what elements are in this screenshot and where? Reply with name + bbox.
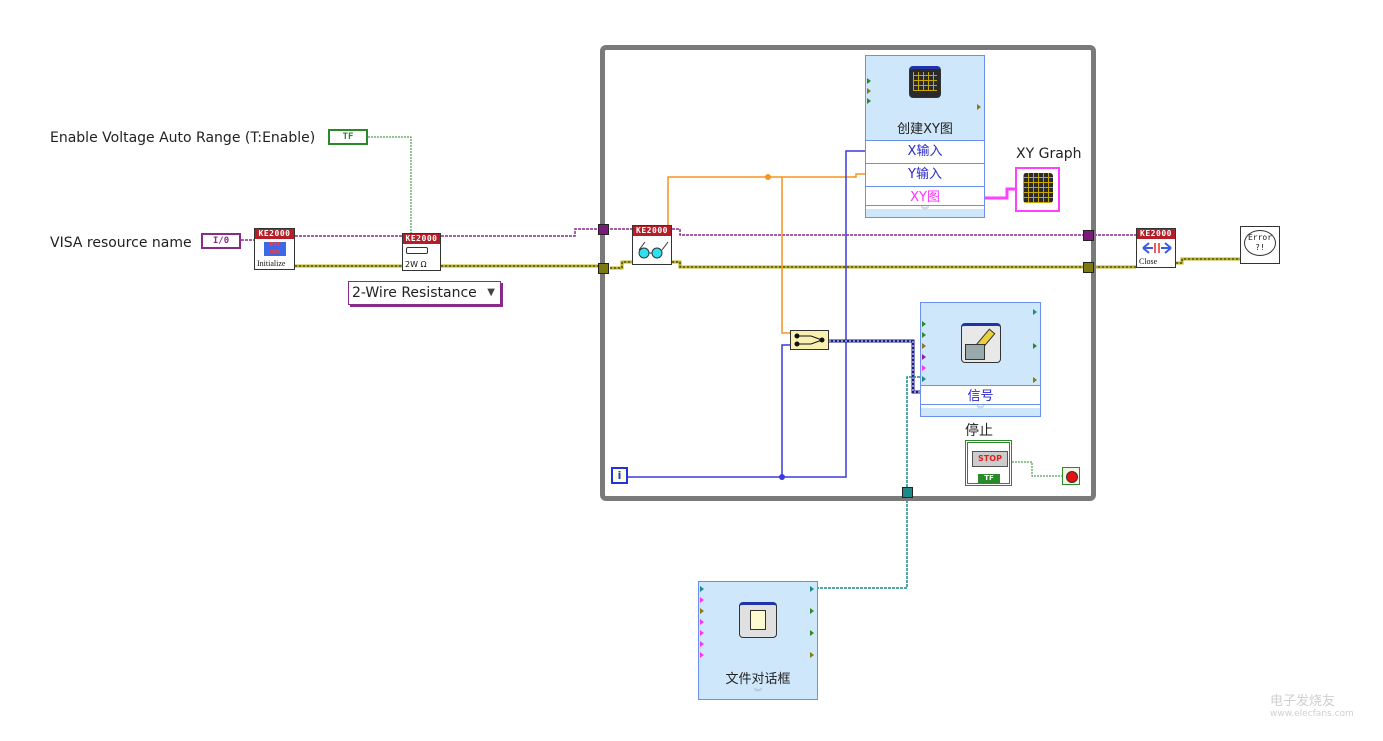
- xy-wire: [985, 187, 1015, 200]
- disconnect-icon: [1142, 242, 1172, 254]
- iteration-terminal: i: [611, 467, 628, 484]
- dropdown-arrow-icon: ▼: [487, 287, 495, 298]
- error-tunnel-left: [598, 263, 609, 274]
- x-input-terminal[interactable]: X输入: [866, 140, 984, 163]
- visa-resource-control[interactable]: I/0: [201, 233, 241, 249]
- stop-wire: [1012, 461, 1062, 477]
- write-file-icon: [961, 323, 1001, 363]
- ke2000-initialize-vi[interactable]: KE2000 RST IDN Initialize: [254, 228, 295, 270]
- signal-input-terminal[interactable]: 信号: [921, 385, 1040, 408]
- wrench-icon: [406, 247, 428, 254]
- rst-idn-icon: RST IDN: [264, 242, 286, 256]
- xy-graph-indicator[interactable]: [1015, 167, 1060, 212]
- xy-graph-label: XY Graph: [1016, 146, 1082, 162]
- file-dialog-icon: [739, 602, 777, 638]
- iteration-wire: [628, 150, 866, 478]
- ke2000-read-vi[interactable]: KE2000: [632, 225, 672, 265]
- select-icon: [794, 333, 825, 347]
- while-loop[interactable]: [600, 45, 1096, 501]
- orange-junction: [765, 174, 771, 180]
- enable-voltage-control[interactable]: TF: [328, 129, 368, 145]
- bool-wire-enable: [368, 136, 412, 234]
- expand-chevron-icon[interactable]: ︾: [754, 688, 762, 697]
- stop-if-true-icon: [1066, 471, 1078, 483]
- build-xy-graph-express-vi[interactable]: 创建XY图 X输入 Y输入 XY图 ︾: [865, 55, 985, 218]
- y-input-terminal[interactable]: Y输入: [866, 163, 984, 186]
- visa-tunnel-left: [598, 224, 609, 235]
- expand-chevron-icon[interactable]: ︾: [866, 205, 984, 217]
- xy-graph-output-terminal[interactable]: XY图: [866, 186, 984, 209]
- path-tunnel-bottom: [902, 487, 913, 498]
- xy-graph-indicator-icon: [1023, 173, 1053, 203]
- disk-icon: [965, 344, 985, 360]
- error-bubble-icon: Error ?!: [1244, 230, 1276, 256]
- write-measurement-file-express-vi[interactable]: 信号 ︾: [920, 302, 1041, 417]
- build-xy-title: 创建XY图: [897, 122, 953, 137]
- watermark: 电子发烧友 www.elecfans.com: [1270, 694, 1354, 719]
- visa-resource-label: VISA resource name: [50, 235, 192, 251]
- ke2000-close-vi[interactable]: KE2000 Close: [1136, 228, 1176, 268]
- reading-wire: [667, 173, 866, 334]
- xy-graph-icon: [909, 66, 941, 98]
- path-wire: [817, 376, 920, 589]
- file-dialog-express-vi[interactable]: 文件对话框 ︾: [698, 581, 818, 700]
- simple-error-handler-vi[interactable]: Error ?!: [1240, 226, 1280, 264]
- stop-label: 停止: [965, 423, 993, 439]
- visa-tunnel-right: [1083, 230, 1094, 241]
- loop-condition-terminal[interactable]: [1062, 467, 1080, 485]
- blue-junction: [779, 474, 785, 480]
- expand-chevron-icon[interactable]: ︾: [921, 404, 1040, 416]
- glasses-icon: [638, 241, 669, 259]
- ke2000-configure-vi[interactable]: KE2000 2W Ω: [402, 233, 441, 271]
- file-dialog-title: 文件对话框: [725, 672, 791, 687]
- stop-glyph: STOP: [972, 451, 1008, 467]
- enable-voltage-label: Enable Voltage Auto Range (T:Enable): [50, 130, 316, 146]
- select-function[interactable]: [790, 330, 829, 350]
- visa-wire: [241, 228, 1136, 241]
- stop-button-control[interactable]: STOP TF: [965, 440, 1012, 486]
- function-enum-dropdown[interactable]: 2-Wire Resistance ▼: [348, 281, 501, 305]
- error-tunnel-right: [1083, 262, 1094, 273]
- document-icon: [750, 610, 766, 630]
